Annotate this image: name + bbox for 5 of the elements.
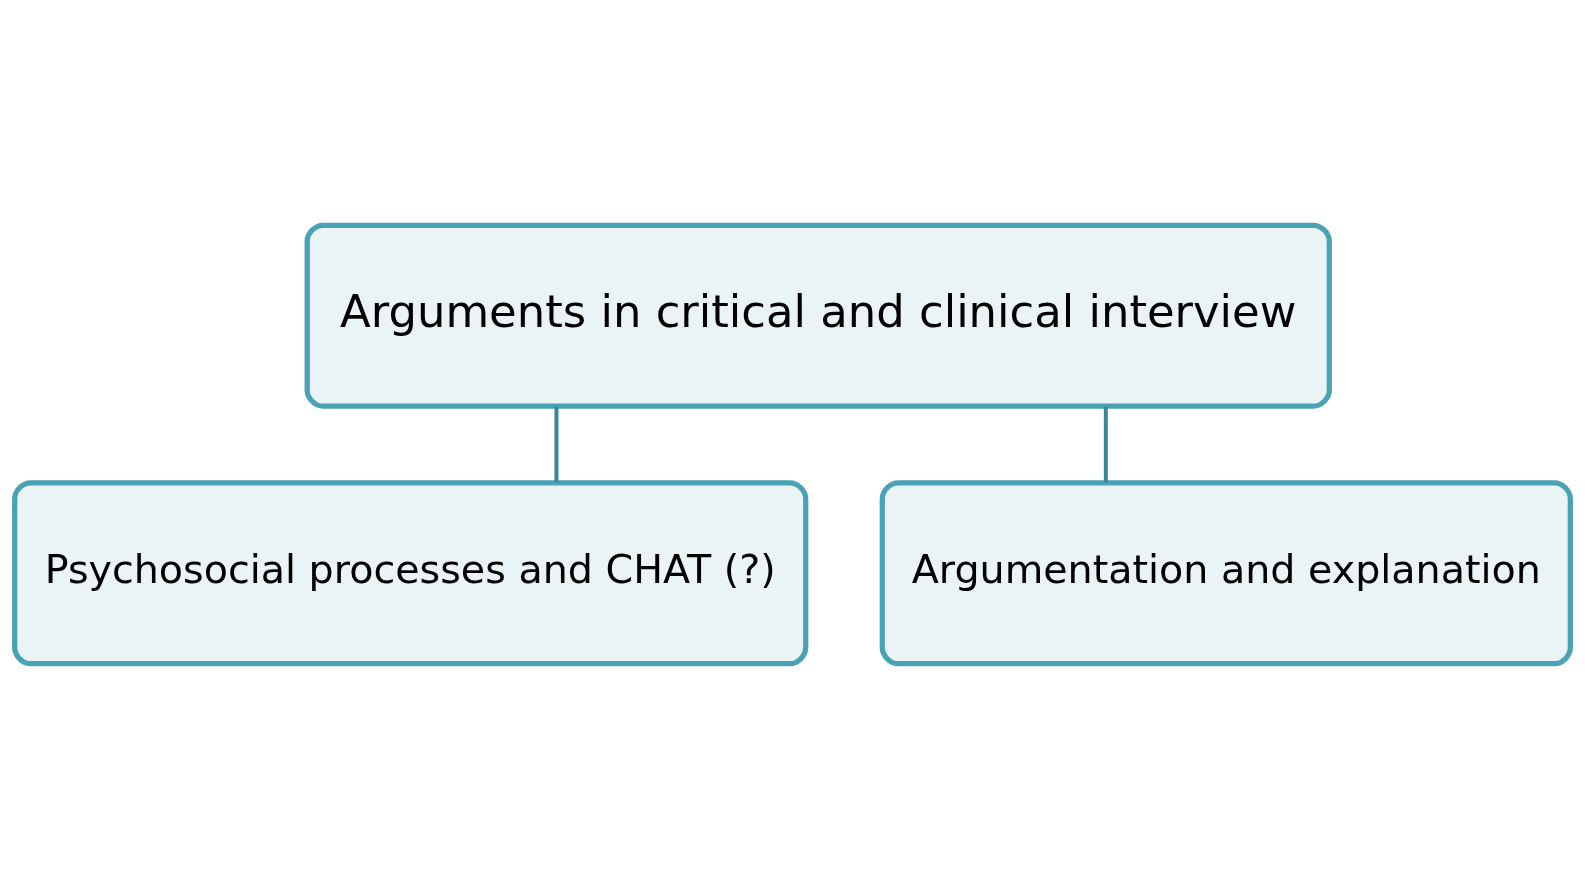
node-box: Arguments in critical and clinical interview xyxy=(304,222,1332,409)
connector xyxy=(554,406,559,482)
node-box: Psychosocial processes and CHAT (?) xyxy=(12,479,809,666)
connector xyxy=(1103,406,1108,482)
node-box: Argumentation and explanation xyxy=(879,479,1573,666)
